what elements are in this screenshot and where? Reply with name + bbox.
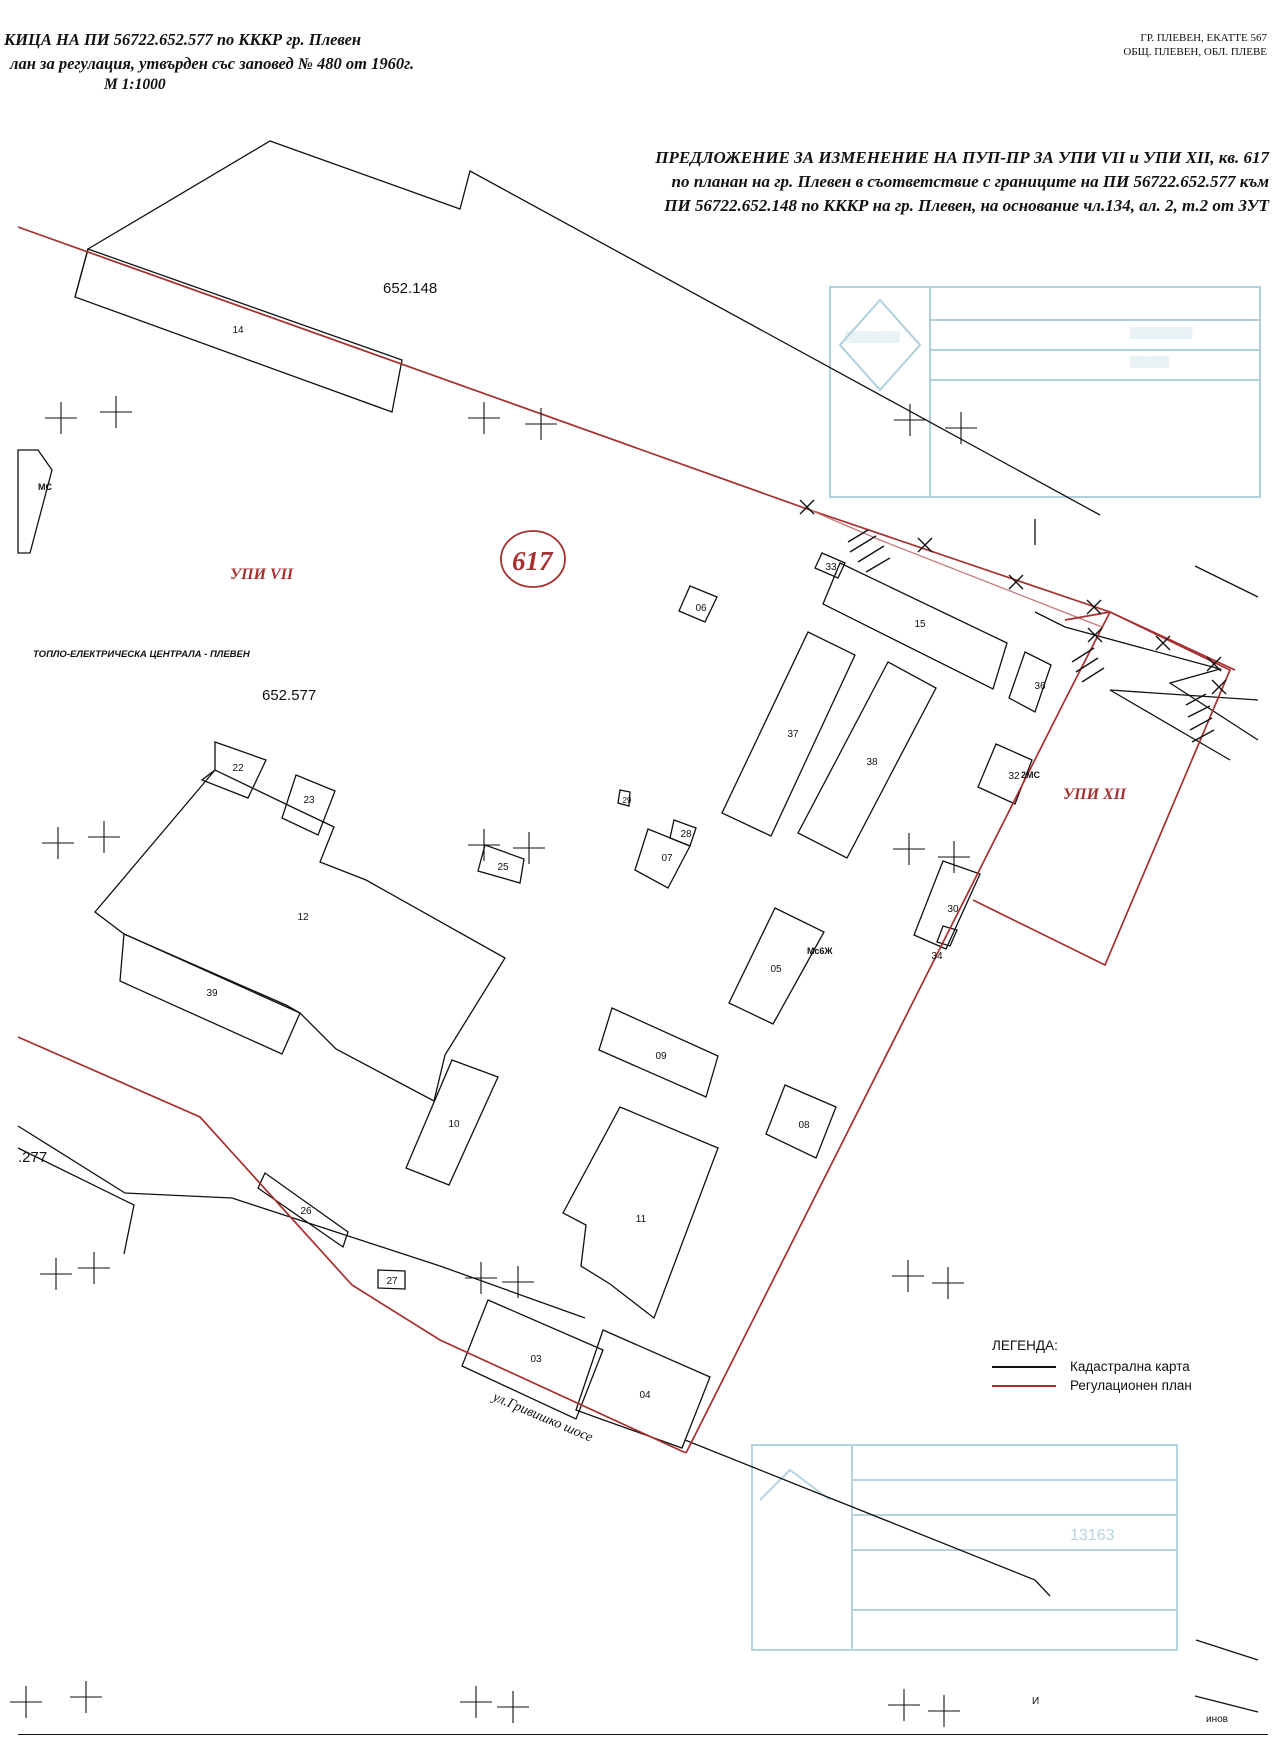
building-label: 36 [1034, 681, 1046, 692]
upi-vii-label: УПИ VII [230, 566, 294, 583]
top-stamp: ▒▒▒▒▒▒▒ ▒▒▒▒▒▒▒▒ ▒▒▒▒▒ [829, 286, 1261, 498]
legend-title: ЛЕГЕНДА: [992, 1338, 1058, 1353]
bottom-rule [18, 1734, 1268, 1735]
block-number: 617 [512, 546, 554, 576]
legend-regulation-label: Регулационен план [1070, 1378, 1192, 1393]
parcel-148-label: 652.148 [383, 280, 437, 297]
building-label: 32 [1008, 771, 1020, 782]
building-label: 37 [787, 729, 799, 740]
legend-item-cadastral: Кадастрална карта [992, 1357, 1192, 1376]
title-line-2: лан за регулация, утвърден със заповед №… [10, 54, 415, 73]
parcel-277-label: .277 [18, 1149, 47, 1166]
corner-tag-right: инов [1206, 1714, 1228, 1725]
building-label: 22 [232, 763, 244, 774]
building-label: 07 [661, 853, 673, 864]
regulation-lines [17, 226, 1236, 1454]
location-line-2: ОБЩ. ПЛЕВЕН, ОБЛ. ПЛЕВЕ [1123, 46, 1267, 58]
building-label: 33 [825, 562, 837, 573]
building-label: 28 [680, 829, 692, 840]
building-label: 09 [655, 1051, 667, 1062]
building-label: 11 [636, 1214, 647, 1225]
building-label: 25 [497, 862, 509, 873]
building-label: 14 [232, 325, 244, 336]
boundary-points [799, 499, 1227, 695]
building-label: 27 [386, 1276, 398, 1287]
regulation-line-swatch [992, 1384, 1056, 1387]
corner-tag-left: И [1032, 1696, 1040, 1707]
building-label: 29 [623, 796, 632, 805]
building-label: 04 [639, 1390, 651, 1401]
parcel-577-label: 652.577 [262, 687, 316, 704]
block-circle [500, 530, 566, 588]
map-scale: М 1:1000 [104, 76, 166, 93]
street-label: ул.Гривишко шосе [489, 1389, 595, 1445]
building-label: 38 [866, 757, 878, 768]
building-label: 03 [530, 1354, 542, 1365]
grid-crosses [10, 396, 977, 1727]
cadastral-line-swatch [992, 1365, 1056, 1368]
building-label: 23 [303, 795, 315, 806]
building-label: 30 [947, 904, 959, 915]
mc6-label: Мс6Ж [807, 946, 833, 956]
svg-text:▒▒▒▒▒▒▒: ▒▒▒▒▒▒▒ [845, 330, 900, 343]
building-label: 12 [297, 912, 309, 923]
upi-xii-label: УПИ XII [1063, 786, 1127, 803]
location-line-1: ГР. ПЛЕВЕН, ЕКАТТЕ 567 [1140, 32, 1267, 44]
tec-label: ТОПЛО-ЕЛЕКТРИЧЕСКА ЦЕНТРАЛА - ПЛЕВЕН [33, 649, 251, 660]
building-label: 26 [300, 1206, 312, 1217]
legend: ЛЕГЕНДА: Кадастрална карта Регулационен … [992, 1338, 1192, 1395]
bottom-stamp: 13163 [751, 1444, 1178, 1651]
proposal-line-1: ПРЕДЛОЖЕНИЕ ЗА ИЗМЕНЕНИЕ НА ПУП-ПР ЗА УП… [655, 148, 1269, 167]
svg-text:▒▒▒▒▒: ▒▒▒▒▒ [1130, 355, 1169, 368]
cadastral-lines [17, 140, 1259, 1713]
building-label: 15 [914, 619, 926, 630]
building-label: 39 [206, 988, 218, 999]
svg-text:13163: 13163 [1070, 1527, 1115, 1544]
title-line-1: КИЦА НА ПИ 56722.652.577 по КККР гр. Пле… [4, 30, 362, 49]
proposal-line-3: ПИ 56722.652.148 по КККР на гр. Плевен, … [664, 196, 1269, 215]
mc2-label: 2МС [1021, 770, 1041, 780]
building-label: 06 [695, 603, 707, 614]
mc-label: МС [38, 482, 52, 492]
building-label: 08 [798, 1120, 810, 1131]
svg-text:▒▒▒▒▒▒▒▒: ▒▒▒▒▒▒▒▒ [1130, 326, 1193, 339]
building-label: 05 [770, 964, 782, 975]
hatch-marks [847, 529, 1215, 743]
building-label: 10 [448, 1119, 460, 1130]
legend-cadastral-label: Кадастрална карта [1070, 1359, 1190, 1374]
building-label: 34 [931, 951, 943, 962]
legend-item-regulation: Регулационен план [992, 1376, 1192, 1395]
proposal-line-2: по планан на гр. Плевен в съответствие с… [671, 172, 1270, 191]
